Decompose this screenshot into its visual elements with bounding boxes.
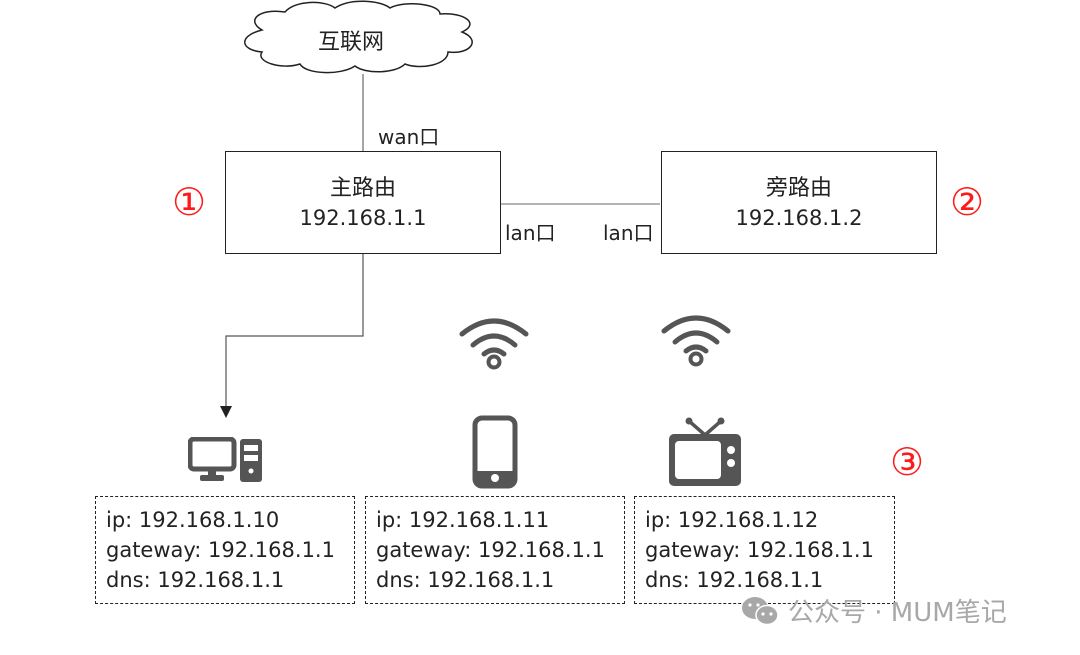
marker-1: ① <box>172 180 207 224</box>
main-router-box[interactable]: 主路由 192.168.1.1 <box>225 151 501 254</box>
television-icon <box>669 417 741 486</box>
desktop-computer-icon <box>188 437 262 482</box>
side-router-box[interactable]: 旁路由 192.168.1.2 <box>661 151 937 254</box>
gateway-line: gateway: 192.168.1.1 <box>376 538 605 562</box>
device-info-tv: ip: 192.168.1.12 gateway: 192.168.1.1 dn… <box>634 496 895 604</box>
wired-link-line <box>220 254 364 418</box>
main-router-name: 主路由 <box>329 175 396 201</box>
side-lan-port-label: lan口 <box>603 221 654 245</box>
gateway-line: gateway: 192.168.1.1 <box>645 538 874 562</box>
device-info-phone: ip: 192.168.1.11 gateway: 192.168.1.1 dn… <box>365 496 625 604</box>
side-router-name: 旁路由 <box>765 175 832 201</box>
internet-label: 互联网 <box>318 30 385 55</box>
wechat-icon <box>742 596 779 625</box>
watermark-text: 公众号 · MUM笔记 <box>788 598 1007 628</box>
smartphone-icon <box>472 415 518 489</box>
ip-line: ip: 192.168.1.10 <box>106 508 280 532</box>
device-info-desktop: ip: 192.168.1.10 gateway: 192.168.1.1 dn… <box>95 496 355 604</box>
dns-line: dns: 192.168.1.1 <box>376 568 555 592</box>
side-router-ip: 192.168.1.2 <box>735 205 863 230</box>
wifi-icon <box>459 318 529 370</box>
main-router-ip: 192.168.1.1 <box>299 205 427 230</box>
wan-port-label: wan口 <box>378 125 440 149</box>
ip-line: ip: 192.168.1.11 <box>376 508 550 532</box>
dns-line: dns: 192.168.1.1 <box>645 568 824 592</box>
marker-3: ③ <box>890 440 925 484</box>
gateway-line: gateway: 192.168.1.1 <box>106 538 335 562</box>
internet-cloud <box>244 0 473 74</box>
main-lan-port-label: lan口 <box>505 221 556 245</box>
ip-line: ip: 192.168.1.12 <box>645 508 819 532</box>
dns-line: dns: 192.168.1.1 <box>106 568 285 592</box>
marker-2: ② <box>950 180 985 224</box>
wifi-icon <box>661 315 731 367</box>
watermark: 公众号 · MUM笔记 <box>740 592 1007 629</box>
